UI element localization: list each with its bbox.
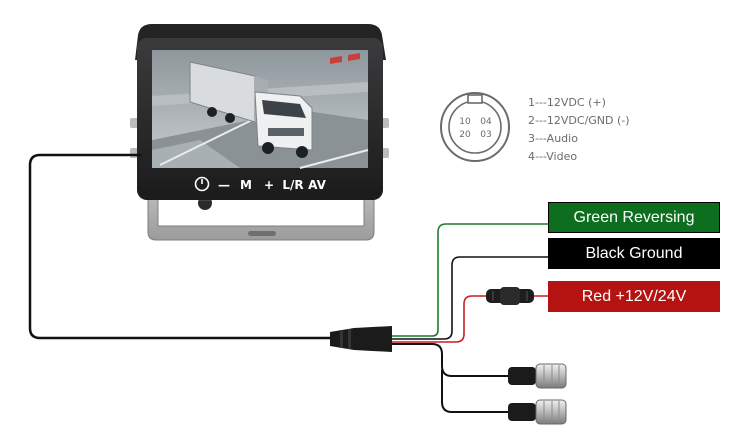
camera-connector-2 <box>508 399 567 425</box>
mirror-lr-button[interactable]: L/R <box>282 178 303 192</box>
camera-connector-1 <box>508 363 567 389</box>
camera-cable-1 <box>391 343 513 377</box>
pinout-line-1: 1---12VDC (+) <box>528 96 606 109</box>
pinout-line-3: 3---Audio <box>528 132 578 145</box>
main-cable <box>28 153 332 340</box>
pin-label-1: 10 <box>459 117 471 127</box>
menu-button[interactable]: M <box>240 178 252 192</box>
side-knob-left-top <box>130 118 139 128</box>
green-reversing-wire <box>391 223 549 337</box>
black-ground-wire <box>391 256 549 340</box>
monitor-screen <box>152 50 369 169</box>
connector-key <box>467 94 483 104</box>
connector-face-outer <box>440 92 510 162</box>
pinout-line-2: 2---12VDC/GND (-) <box>528 114 630 127</box>
inline-fuse <box>486 287 534 305</box>
power-button[interactable] <box>194 176 210 192</box>
minus-button[interactable]: — <box>218 178 230 192</box>
pinout-line-4: 4---Video <box>528 150 577 163</box>
av-button[interactable]: AV <box>308 178 326 192</box>
red-power-label: Red +12V/24V <box>548 281 720 312</box>
control-buttons: — M + L/R AV <box>194 176 327 192</box>
pin-label-4: 04 <box>480 117 492 127</box>
bracket-slot <box>248 231 276 236</box>
red-power-wire <box>391 295 487 343</box>
green-reversing-label: Green Reversing <box>548 202 720 233</box>
cables <box>28 153 549 413</box>
pin-label-2: 20 <box>459 130 471 140</box>
camera-cable-2 <box>441 369 513 413</box>
black-ground-label: Black Ground <box>548 238 720 269</box>
pin-label-3: 03 <box>480 130 491 140</box>
cable-splitter <box>330 326 392 352</box>
sun-visor <box>135 24 386 60</box>
plus-button[interactable]: + <box>264 178 274 192</box>
pinout-diagram: 10 04 20 03 1---12VDC (+) 2---12VDC/GND … <box>440 92 630 163</box>
monitor: — M + L/R AV <box>130 24 389 241</box>
